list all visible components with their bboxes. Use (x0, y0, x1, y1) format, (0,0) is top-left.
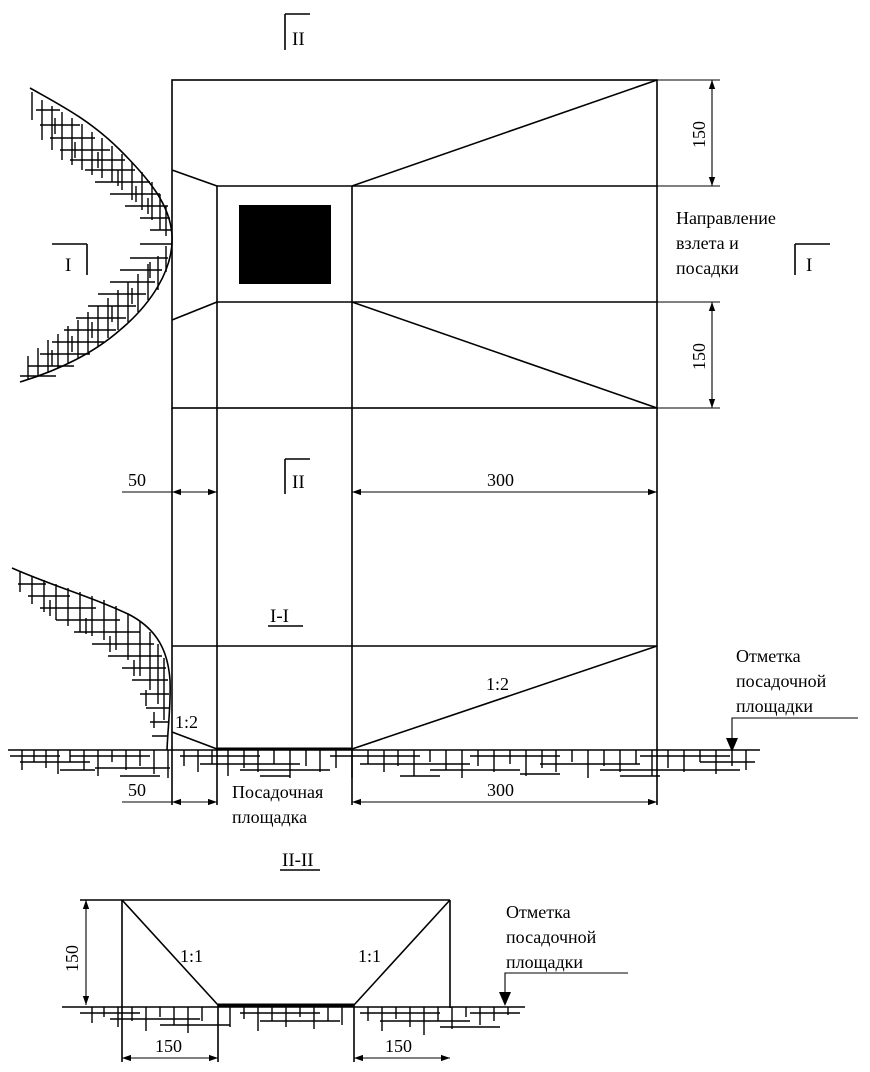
terrain-hatch-plan (19, 87, 173, 383)
section-i-elevation-3: площадки (736, 696, 813, 716)
section-mark-right: I (794, 243, 830, 276)
dim-plan-left-label: 50 (128, 470, 146, 490)
section-ii-slope-left (121, 899, 219, 1006)
section-i-title: I-I (270, 606, 289, 627)
dim-section-ii-height: 150 (62, 900, 90, 1005)
section-mark-right-label: I (806, 255, 812, 276)
dim-plan-left: 50 (122, 470, 217, 496)
section-i-slope-left-label: 1:2 (175, 712, 198, 732)
dim-section-i-right: 300 (352, 780, 657, 806)
plan-view: II 150 150 Направл (19, 13, 830, 496)
dim-right-bottom: 150 (657, 301, 720, 409)
section-i-view: I-I 1:2 1:2 (8, 408, 858, 827)
dim-plan-right: 300 (352, 470, 657, 496)
direction-label-3: посадки (676, 258, 739, 278)
section-ii-slope-left-label: 1:1 (180, 946, 203, 966)
pad-label-2: площадка (232, 807, 307, 827)
direction-label-1: Направление (676, 208, 776, 228)
dim-section-ii-right-label: 150 (385, 1036, 412, 1056)
section-ii-elevation-2: посадочной (506, 927, 597, 947)
section-i-slope-right-label: 1:2 (486, 674, 509, 694)
section-ii-view: II-II 1:1 1:1 150 Отметка (62, 850, 628, 1062)
pad-label-1: Посадочная (232, 782, 323, 802)
dim-bottom-label: 150 (689, 343, 709, 370)
section-mark-mid: II (284, 458, 310, 494)
section-ii-elevation-3: площадки (506, 952, 583, 972)
section-i-elevation-1: Отметка (736, 646, 801, 666)
section-i-elevation-mark: Отметка посадочной площадки (726, 646, 858, 752)
section-i-slope-right (351, 645, 658, 750)
dim-section-i-left-label: 50 (128, 780, 146, 800)
dim-section-ii-left: 150 (122, 1036, 218, 1062)
section-mark-left: I (52, 243, 88, 276)
section-ii-slope-right (353, 899, 451, 1006)
dim-section-i-left: 50 (122, 780, 217, 806)
dim-section-ii-height-label: 150 (62, 945, 82, 972)
section-ii-elevation-mark: Отметка посадочной площадки (499, 902, 628, 1006)
dim-section-i-right-label: 300 (487, 780, 514, 800)
section-ii-slope-right-label: 1:1 (358, 946, 381, 966)
dim-section-ii-left-label: 150 (155, 1036, 182, 1056)
dim-top-label: 150 (689, 121, 709, 148)
section-mark-top: II (284, 13, 310, 50)
section-i-ground (8, 749, 760, 778)
section-mark-mid-label: II (292, 472, 305, 493)
plan-diagonal-top (351, 79, 658, 187)
direction-label-2: взлета и (676, 233, 739, 253)
section-mark-left-label: I (65, 255, 71, 276)
landing-pad-square (239, 205, 331, 284)
dim-plan-right-label: 300 (487, 470, 514, 490)
section-ii-ground (62, 1006, 525, 1035)
dim-section-ii-right: 150 (354, 1036, 450, 1062)
plan-diagonal-bottom (351, 301, 658, 409)
section-ii-title: II-II (282, 850, 314, 871)
section-i-elevation-2: посадочной (736, 671, 827, 691)
dim-right-top: 150 (657, 79, 720, 187)
section-mark-top-label: II (292, 29, 305, 50)
section-ii-elevation-1: Отметка (506, 902, 571, 922)
terrain-hatch-section (11, 567, 171, 751)
